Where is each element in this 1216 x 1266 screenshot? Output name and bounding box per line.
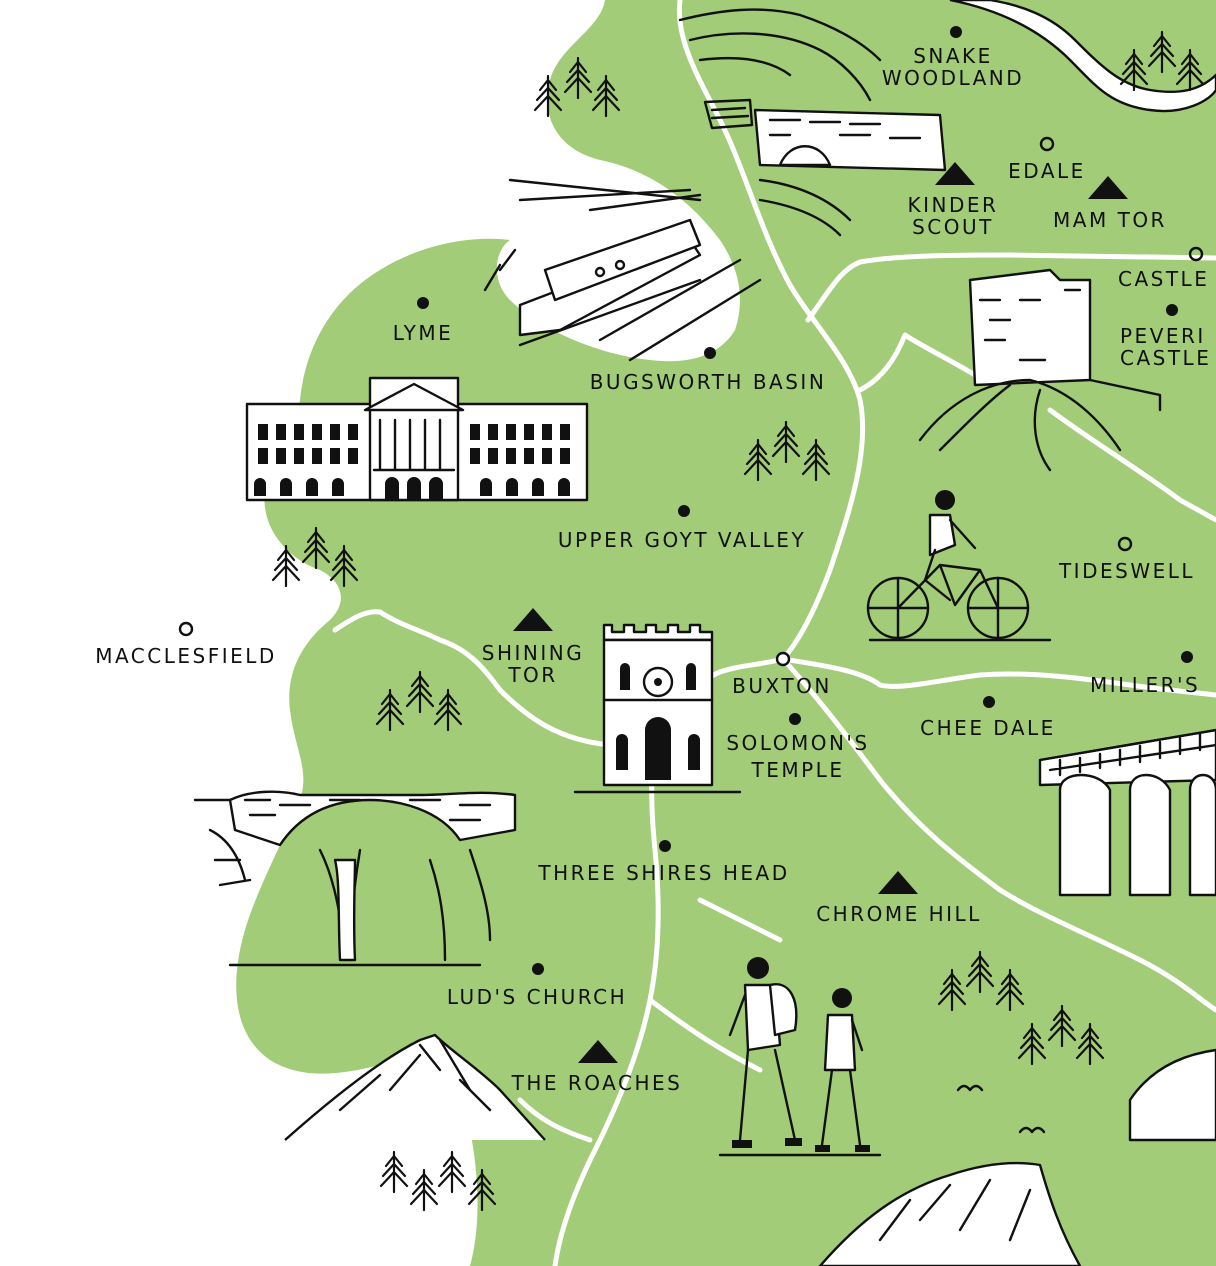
map-markers [178,26,1204,1063]
bridge-icon [703,98,947,237]
label-kinder-scout-2: SCOUT [912,215,994,239]
road-network [332,0,1216,1266]
label-shining-tor-1: SHINING [482,641,584,665]
label-buxton: BUXTON [732,674,832,698]
label-shining-tor-2: TOR [507,663,557,687]
hikers-icon [718,957,882,1157]
solomons-temple-icon [573,623,742,794]
label-upper-goyt-valley: UPPER GOYT VALLEY [558,528,806,552]
label-solomons-temple-1: SOLOMON'S [726,731,869,755]
place-labels: SNAKE WOODLAND EDALE KINDER SCOUT MAM TO… [95,44,1211,1095]
label-three-shires-head: THREE SHIRES HEAD [537,861,789,885]
label-mam-tor: MAM TOR [1053,208,1167,232]
label-snake-woodland-1: SNAKE [913,44,993,68]
label-castleton: CASTLE [1118,267,1209,291]
label-millers-dale: MILLER'S [1090,673,1200,697]
label-bugsworth-basin: BUGSWORTH BASIN [590,370,827,394]
viaduct-icon [1038,728,1216,897]
birds-icon [956,1084,1046,1134]
label-kinder-scout-1: KINDER [908,193,999,217]
hill-contours [678,8,882,102]
label-peveril-castle-2: CASTLE [1120,346,1211,370]
label-edale: EDALE [1008,159,1086,183]
label-the-roaches: THE ROACHES [511,1071,683,1095]
peveril-castle-icon [918,268,1162,472]
label-tideswell: TIDESWELL [1058,559,1195,583]
stone-bridge-waterfall-icon [193,790,517,967]
label-peveril-castle-1: PEVERI [1120,324,1206,348]
label-solomons-temple-2: TEMPLE [751,758,845,782]
canal-boat-icon [483,178,762,362]
label-luds-church: LUD'S CHURCH [447,985,627,1009]
label-chrome-hill: CHROME HILL [816,902,982,926]
cyclist-icon [866,490,1052,642]
lyme-hall-icon [245,376,589,502]
label-lyme: LYME [393,321,454,345]
label-chee-dale: CHEE DALE [920,716,1056,740]
label-macclesfield: MACCLESFIELD [95,644,277,668]
label-snake-woodland-2: WOODLAND [882,66,1024,90]
mountain-peak-icon [284,1033,1216,1266]
